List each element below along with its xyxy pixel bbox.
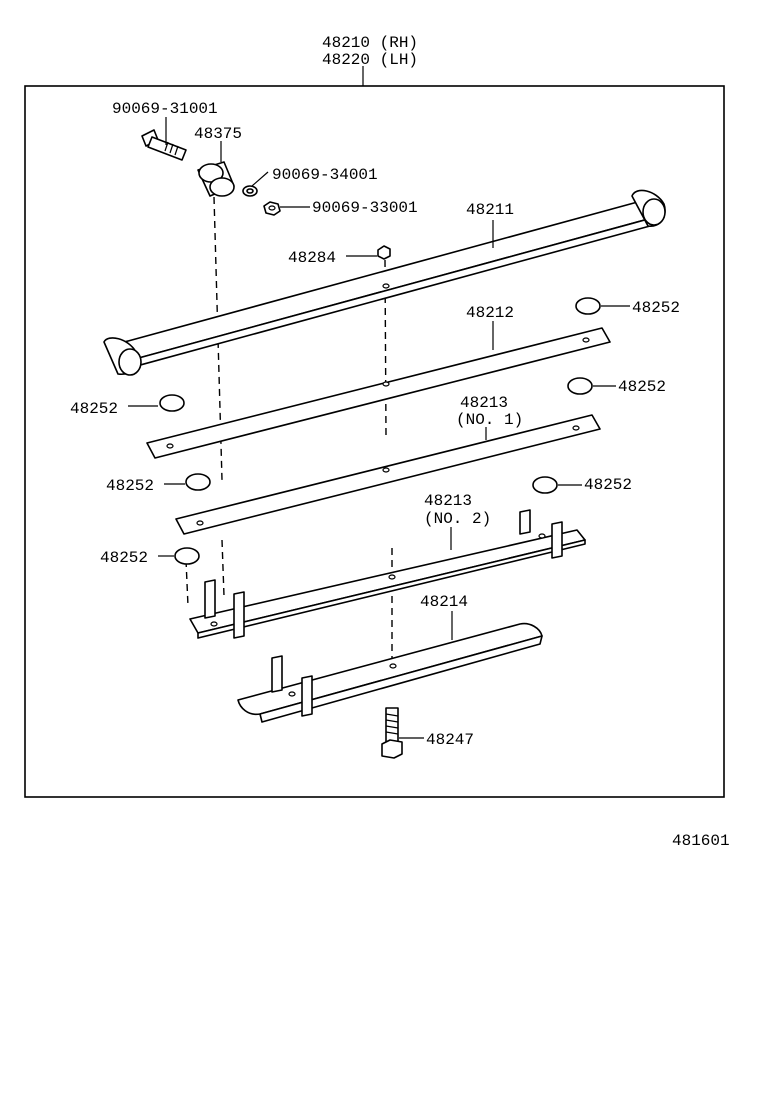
pad-right-3-label: 48252 bbox=[584, 476, 632, 494]
main-leaf bbox=[103, 189, 666, 376]
assembly-part-lh: 48220 (LH) bbox=[322, 51, 418, 69]
pad-left-2 bbox=[185, 473, 211, 491]
leaf-3 bbox=[175, 414, 601, 535]
pad-left-3-label: 48252 bbox=[100, 549, 148, 567]
center-bolt bbox=[381, 707, 403, 759]
pad-right-2 bbox=[567, 377, 593, 395]
leaf-5 bbox=[237, 622, 543, 723]
clip-nut-label: 48284 bbox=[288, 249, 336, 267]
pad-upper-right bbox=[575, 297, 601, 315]
pad-left-2-label: 48252 bbox=[106, 477, 154, 495]
alignment-line-front-lower bbox=[221, 539, 225, 597]
alignment-line-rear-clip bbox=[185, 559, 189, 607]
pad-upper-right-label: 48252 bbox=[632, 299, 680, 317]
leaf-2-label: 48212 bbox=[466, 304, 514, 322]
pad-right-3 bbox=[532, 476, 558, 494]
leaf-2 bbox=[146, 327, 611, 459]
leaf-5-label: 48214 bbox=[420, 593, 468, 611]
leaf-3-number: 48213 bbox=[460, 394, 508, 412]
bushing-label: 48375 bbox=[194, 125, 242, 143]
eye-bolt bbox=[141, 129, 187, 161]
figure-number: 481601 bbox=[672, 832, 730, 850]
washer-leader bbox=[251, 171, 269, 187]
bushing bbox=[197, 161, 235, 197]
assembly-part-rh: 48210 (RH) bbox=[322, 34, 418, 52]
main-leaf-label: 48211 bbox=[466, 201, 514, 219]
leaf-4-note: (NO. 2) bbox=[424, 510, 491, 528]
eye-bolt-label: 90069-31001 bbox=[112, 100, 218, 118]
pad-left-1 bbox=[159, 394, 185, 412]
pad-left-1-label: 48252 bbox=[70, 400, 118, 418]
assembly-frame bbox=[24, 85, 725, 798]
nut-label: 90069-33001 bbox=[312, 199, 418, 217]
washer bbox=[242, 185, 258, 197]
leaf-3-note: (NO. 1) bbox=[456, 411, 523, 429]
leaf-4-number: 48213 bbox=[424, 492, 472, 510]
center-bolt-label: 48247 bbox=[426, 731, 474, 749]
nut bbox=[263, 201, 281, 216]
pad-right-2-label: 48252 bbox=[618, 378, 666, 396]
leaf-4 bbox=[189, 509, 586, 639]
clip-nut bbox=[377, 245, 391, 260]
pad-left-3 bbox=[174, 547, 200, 565]
washer-label: 90069-34001 bbox=[272, 166, 378, 184]
